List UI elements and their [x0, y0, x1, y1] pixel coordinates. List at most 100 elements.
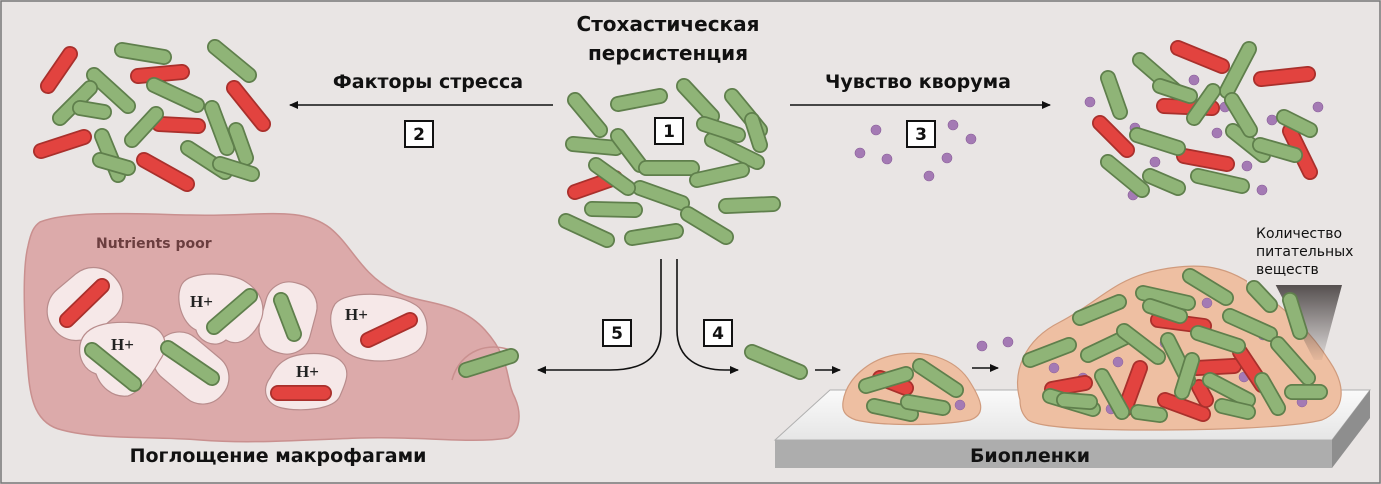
signal-molecule-icon: [923, 170, 935, 182]
bacterium-icon: [1182, 268, 1234, 306]
bacterium-icon: [689, 162, 750, 188]
biofilm-caption: Биопленки: [970, 445, 1090, 467]
bacterium-icon: [558, 213, 615, 248]
bacterium-icon: [744, 344, 808, 380]
step-3-label: 3: [915, 125, 927, 145]
bacterium-icon: [458, 348, 519, 378]
bacterium-icon: [212, 156, 260, 182]
bacterium-icon: [1056, 392, 1098, 410]
bacterium-icon: [204, 100, 235, 156]
bacterium-icon: [1116, 323, 1166, 365]
nutrients-poor-label: Nutrients poor: [96, 236, 212, 252]
macrophage-caption: Поглощение макрофагами: [130, 445, 427, 467]
bacterium-icon: [912, 358, 964, 398]
bacterium-icon: [1191, 379, 1214, 408]
nutrient-label-line3: веществ: [1256, 262, 1319, 278]
branch-to-biofilm-arrow-icon: [676, 259, 739, 374]
bacterium-icon: [624, 223, 684, 246]
signal-molecule-icon: [881, 153, 893, 165]
bacterium-icon: [130, 64, 190, 84]
bacterium-icon: [33, 129, 92, 159]
bacterium-icon: [866, 398, 919, 422]
bacterium-icon: [1246, 280, 1278, 313]
bacterium-icon: [588, 157, 636, 196]
signal-molecule-icon: [947, 119, 959, 131]
bacterium-icon: [1282, 292, 1308, 340]
bacterium-icon: [114, 42, 172, 65]
acid-vacuole-icon: [79, 321, 166, 397]
bacterium-icon: [1142, 298, 1188, 324]
bacterium-icon: [1202, 372, 1256, 408]
bacterium-icon: [858, 366, 914, 394]
acid-label: H+: [111, 335, 134, 354]
signal-molecule-icon: [976, 340, 988, 352]
nutrient-label-line1: Количество: [1256, 226, 1342, 242]
bacterium-icon: [610, 88, 668, 112]
center-title-line2: персистенция: [588, 41, 748, 65]
signal-molecule-icon: [965, 133, 977, 145]
signal-molecule-icon: [1312, 101, 1324, 113]
bacterium-icon: [1174, 352, 1200, 400]
step-3-box: 3: [906, 120, 936, 148]
bacterium-icon: [1254, 372, 1286, 416]
bacterium-icon: [1222, 308, 1278, 342]
bacterium-icon: [1072, 294, 1127, 326]
bacterium-icon: [72, 100, 112, 120]
signal-molecule-icon: [1084, 96, 1096, 108]
bacterium-icon: [1252, 137, 1303, 163]
step-2-box: 2: [404, 120, 434, 148]
bacterium-icon: [1253, 66, 1316, 87]
bacterium-icon: [1186, 83, 1221, 126]
bacterium-icon: [40, 46, 78, 94]
signal-molecule-icon: [1211, 127, 1223, 139]
bacterium-icon: [136, 152, 195, 192]
bacterium-icon: [1214, 398, 1256, 420]
bacterium-icon: [632, 180, 690, 211]
step-1-label: 1: [663, 122, 675, 142]
signal-molecule-icon: [1241, 160, 1253, 172]
step-4-label: 4: [712, 324, 724, 344]
step-5-label: 5: [611, 324, 623, 344]
bacterium-icon: [744, 112, 768, 153]
bacterium-icon: [273, 292, 302, 342]
bacterium-icon: [1152, 78, 1198, 104]
bacterium-icon: [1270, 336, 1316, 386]
bacterium-icon: [146, 77, 205, 113]
bacterium-icon: [206, 288, 258, 335]
bacterium-icon: [676, 78, 720, 124]
bacterium-icon: [86, 67, 136, 114]
bacterium-icon: [226, 80, 271, 132]
signal-molecule-icon: [954, 399, 966, 411]
bacterium-icon: [1219, 41, 1257, 99]
bacterium-icon: [567, 92, 608, 138]
step-2-label: 2: [413, 125, 425, 145]
bacterium-icon: [1157, 392, 1211, 422]
bacterium-icon: [124, 106, 164, 148]
bacterium-icon: [1100, 70, 1128, 120]
nutrient-label-line2: питательных: [1256, 244, 1353, 260]
quorum-label: Чувство кворума: [825, 71, 1011, 93]
bacterium-icon: [1224, 92, 1258, 138]
bacterium-icon: [1170, 40, 1230, 74]
signal-molecule-icon: [854, 147, 866, 159]
bacterium-icon: [1094, 368, 1130, 420]
bacterium-icon: [1176, 148, 1235, 172]
bacterium-icon: [1135, 285, 1196, 311]
nutrient-label-bg: [1247, 225, 1365, 285]
bacterium-icon: [1022, 337, 1077, 368]
bacterium-icon: [1080, 328, 1136, 363]
bacterium-icon: [228, 122, 254, 166]
bacterium-icon: [718, 196, 781, 214]
signal-molecule-icon: [1048, 362, 1060, 374]
bacterium-icon: [1117, 360, 1148, 417]
step-4-box: 4: [703, 319, 733, 347]
bacterium-icon: [900, 394, 951, 416]
signal-molecule-icon: [1201, 297, 1213, 309]
bacterium-icon: [1130, 404, 1168, 423]
bacterium-icon: [704, 132, 765, 170]
acid-label: H+: [190, 292, 213, 311]
bacterium-icon: [160, 340, 220, 386]
bacterium-icon: [84, 342, 142, 392]
